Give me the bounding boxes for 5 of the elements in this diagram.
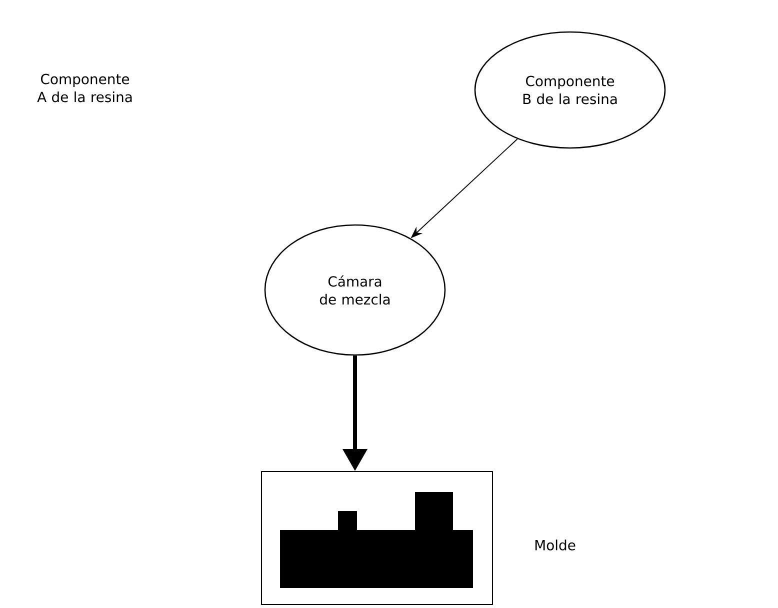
ellipse-node: Componente B de la resina (474, 31, 666, 149)
ellipse-node: Cámara de mezcla (264, 224, 446, 356)
part-label: Molde (535, 540, 576, 550)
mold-box (261, 471, 493, 605)
component-label: Componente A de la resina (37, 74, 132, 102)
